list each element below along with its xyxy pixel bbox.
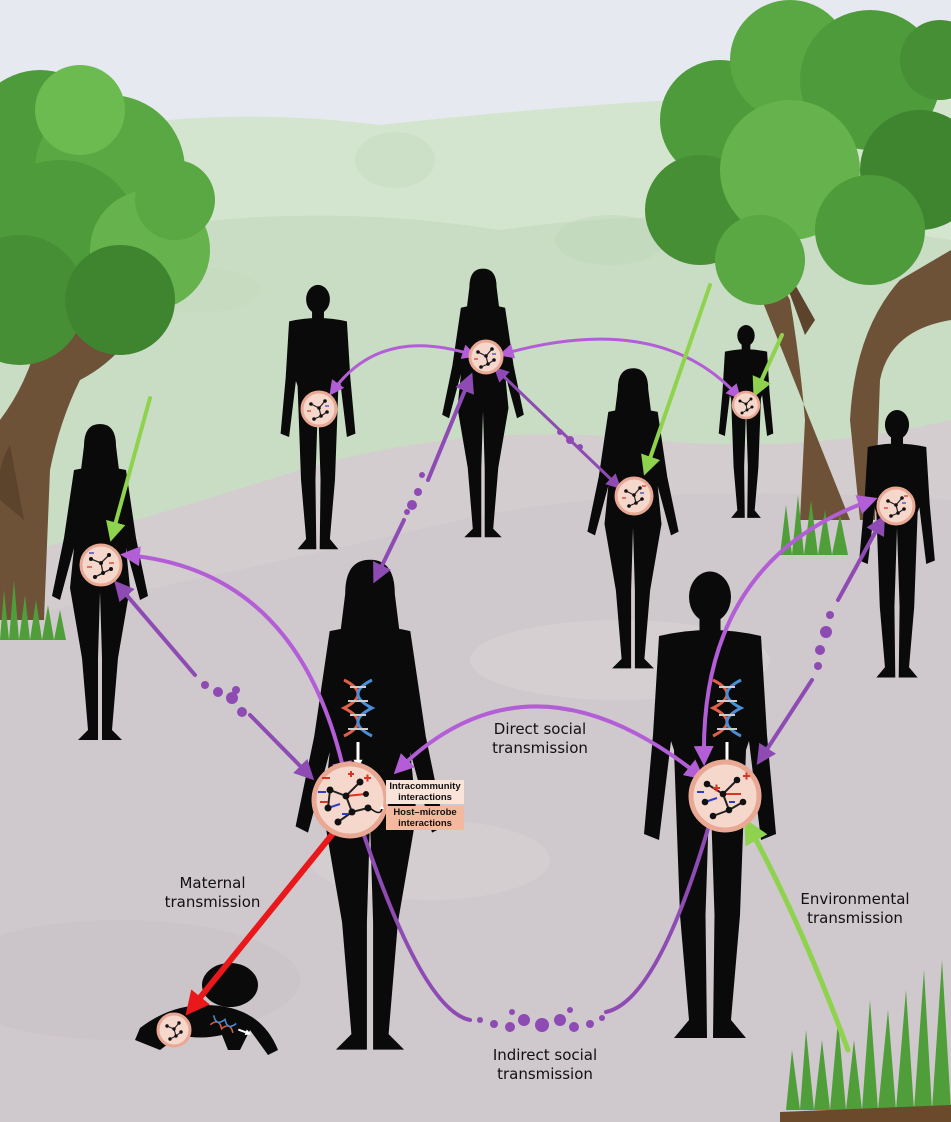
microbiome-icon	[81, 545, 121, 585]
microbiome-icon	[733, 392, 759, 418]
indirect-social-label: Indirect social transmission	[470, 1046, 620, 1084]
microbiome-icon	[616, 478, 652, 514]
microbiome-icon	[691, 762, 759, 830]
direct-social-label: Direct social transmission	[465, 720, 615, 758]
host-microbe-label: Host–microbe interactions	[386, 807, 464, 829]
environmental-label: Environmental transmission	[780, 890, 930, 928]
microbiome-icon	[158, 1014, 190, 1046]
microbiome-icon	[302, 392, 336, 426]
microbiome-icon	[470, 341, 502, 373]
microbiome-icon	[878, 488, 914, 524]
maternal-label: Maternal transmission	[140, 874, 285, 912]
microbiome-icon	[314, 764, 386, 836]
intracommunity-label: Intracommunity interactions	[386, 781, 464, 803]
